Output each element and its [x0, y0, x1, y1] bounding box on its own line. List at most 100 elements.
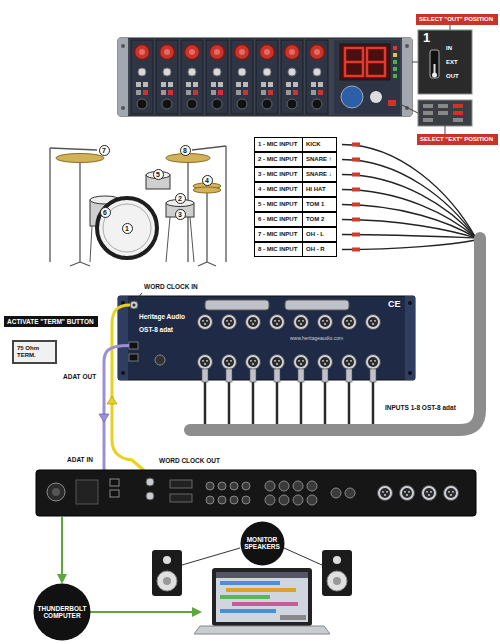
ext-inset [453, 118, 463, 122]
audio-interface [345, 488, 355, 498]
adat-cable [99, 346, 129, 483]
ext-inset [423, 111, 433, 115]
preamp-front [121, 106, 125, 110]
preamp-front [118, 38, 412, 116]
laptop [226, 588, 296, 592]
drum-kit [80, 262, 90, 266]
xlr-plug [352, 158, 360, 162]
ost8-back-panel [408, 301, 412, 305]
table-cell: 8 - MIC INPUT [254, 242, 303, 257]
preamp-front [206, 40, 228, 114]
drum-kit [97, 198, 157, 258]
mic-cable [342, 145, 476, 239]
callout-number: 6 [100, 207, 111, 218]
input-cable [298, 369, 304, 382]
preamp-front [121, 44, 125, 48]
ost8-back-panel [118, 296, 415, 380]
table-cell: 5 - MIC INPUT [254, 197, 303, 212]
callout-number: 7 [99, 145, 110, 156]
thunderbolt-link [90, 611, 200, 613]
preamp-front [131, 40, 153, 114]
drum-kit [166, 217, 170, 262]
ext-inset [438, 111, 448, 115]
ost8-back-panel [366, 315, 381, 330]
drum-kit [190, 217, 194, 262]
node-text: ACTIVATE "TERM" BUTTON [7, 318, 95, 325]
preamp-front [402, 38, 412, 116]
preamp-front [156, 40, 178, 114]
mic-cable [342, 160, 476, 239]
switch-position: OUT [446, 73, 459, 80]
ost8-back-panel [366, 355, 381, 370]
mic-cable [342, 205, 476, 239]
laptop [232, 602, 298, 606]
ost8-back-panel [270, 355, 285, 370]
audio-interface [265, 481, 275, 491]
ost8-back-panel [129, 342, 138, 349]
ost8-back-panel [318, 315, 333, 330]
monitor-speaker [157, 571, 177, 591]
drum-kit [193, 187, 221, 193]
laptop [216, 572, 308, 578]
ost8-back-panel [270, 315, 285, 330]
audio-interface [218, 482, 226, 490]
laptop [220, 609, 276, 613]
xlr-plug [352, 203, 360, 207]
preamp-front [181, 40, 203, 114]
node-text: SELECT "OUT" POSITION [419, 16, 495, 23]
audio-interface [47, 483, 65, 501]
preamp-front [118, 38, 128, 116]
ost8-back-panel [405, 296, 415, 380]
preamp-front [370, 91, 382, 103]
ost8-back-panel [408, 371, 412, 375]
node-text: 75 Ohm TERM. [17, 345, 51, 359]
monitor-speaker [163, 577, 171, 585]
callout-number: 8 [180, 145, 191, 156]
table-cell: 7 - MIC INPUT [254, 227, 303, 242]
port-label: ADAT OUT [62, 373, 97, 380]
xlr-plug [352, 143, 360, 147]
callout-number: 1 [122, 223, 133, 234]
audio-interface [331, 488, 341, 498]
table-cell: 4 - MIC INPUT [254, 182, 303, 197]
audio-interface [293, 481, 303, 491]
ost8-back-panel [198, 315, 213, 330]
ost8-back-panel [342, 315, 357, 330]
ost8-back-panel [198, 355, 213, 370]
table-cell: 1 - MIC INPUT [254, 137, 303, 152]
preamp-front [281, 40, 303, 114]
laptop [220, 595, 270, 599]
laptop [280, 615, 306, 620]
web-address: www.heritageaudio.com [290, 336, 343, 342]
table-cell: 6 - MIC INPUT [254, 212, 303, 227]
table-cell: TOM 1 [302, 197, 337, 212]
monitor-speaker [322, 550, 352, 596]
drum-kit [56, 154, 104, 163]
drum-kit [90, 226, 92, 262]
model-name: OST-8 adat [139, 326, 173, 333]
preamp-front [118, 38, 412, 116]
monitor-speaker [333, 556, 341, 564]
table-cell: 2 - MIC INPUT [254, 152, 303, 167]
adat-cable [99, 414, 109, 422]
mic-cable [342, 240, 476, 250]
switch-position: EXT [446, 59, 458, 66]
ost8-back-panel [246, 315, 261, 330]
audio-interface [36, 470, 476, 516]
ost8-back-panel [246, 355, 261, 370]
port-label: WORD CLOCK IN [143, 283, 199, 290]
ost8-back-panel [294, 315, 309, 330]
callout-box: ACTIVATE "TERM" BUTTON [4, 316, 98, 327]
callout-number: 5 [153, 169, 164, 180]
port-label: ADAT IN [66, 456, 94, 463]
input-cable [370, 369, 376, 382]
ost8-back-panel [155, 355, 165, 365]
preamp-front [405, 44, 409, 48]
laptop [216, 572, 308, 622]
ost8-back-panel [118, 296, 415, 380]
audio-interface [146, 492, 154, 500]
preamp-front [256, 40, 278, 114]
audio-interface [110, 490, 119, 497]
input-cable [274, 369, 280, 382]
